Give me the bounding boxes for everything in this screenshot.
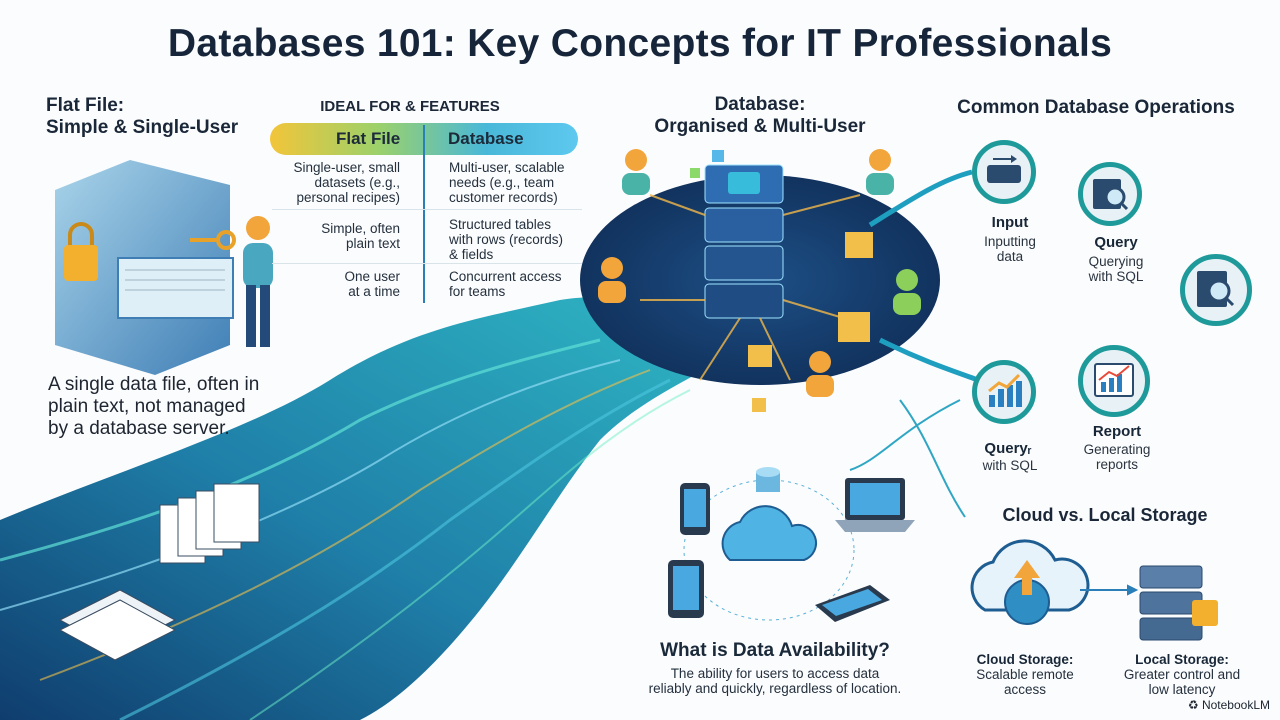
storage-heading: Cloud vs. Local Storage [1002,505,1208,525]
cell-line: & fields [449,247,494,262]
op-sub-line: reports [1095,457,1139,472]
sql-search-icon-glyph [1093,179,1129,211]
cloud-storage-sub: Scalable remote [976,667,1074,682]
database-heading-line2: Organised & Multi-User [654,116,866,137]
cell-line: Concurrent access [449,269,562,284]
cloud-storage-title: Cloud Storage: [976,652,1074,667]
table-cell-flat-file: One user at a time [260,269,400,299]
keyboard-icon-glyph [987,155,1021,183]
cell-line: for teams [449,284,506,299]
table-cell-flat-file: Simple, often plain text [260,221,400,251]
filing-cabinet-icon [55,160,234,375]
cell-line: at a time [348,284,400,299]
op-query-chart-sub: with SQL [950,458,1070,473]
local-storage-label: Local Storage: Greater control and low l… [1112,652,1252,697]
cell-line: Simple, often [321,221,400,236]
local-storage-title: Local Storage: [1135,652,1229,667]
phone-icon [680,483,710,535]
connector-lines [849,399,966,518]
cell-line: needs (e.g., team [449,175,555,190]
op-input-sub: Inputting data [950,234,1070,264]
availability-description-line: The ability for users to access data [670,666,880,681]
local-storage-sub: Greater control and [1123,667,1241,682]
user-figures-icon [598,149,921,397]
op-sub-line: Querying [1088,254,1144,269]
table-column-divider [423,125,425,303]
column-header-database: Database [448,129,524,148]
table-cell-database: Structured tables with rows (records) & … [449,217,599,262]
report-chart-icon-glyph [1094,363,1134,397]
data-connection-lines [640,194,861,381]
operations-heading: Common Database Operations [957,97,1235,118]
flat-file-description-line: plain text, not managed [48,396,246,417]
cell-line: with rows (records) [449,232,564,247]
cell-line: Single-user, small [293,160,400,175]
table-row-divider [272,263,582,264]
magnifier-icon [1180,254,1252,326]
flat-file-description-line: by a database server. [48,418,230,439]
documents-icon [58,483,260,661]
cell-line: Multi-user, scalable [449,160,565,175]
tablet-icon [668,560,890,622]
availability-heading: What is Data Availability? [660,640,890,661]
cell-line: plain text [345,236,400,251]
flat-file-heading: Flat File: Simple & Single-User [46,95,238,139]
page-title: Databases 101: Key Concepts for IT Profe… [167,22,1113,65]
cloud-storage-label: Cloud Storage: Scalable remote access [955,652,1095,697]
cloud-storage-sub: access [1003,682,1047,697]
database-heading: Database: Organised & Multi-User [625,94,895,138]
op-query-label: Query [1094,234,1138,251]
op-report-sub: Generating reports [1057,442,1177,472]
availability-description: The ability for users to access data rel… [630,666,920,696]
bar-chart-icon [972,360,1036,424]
database-heading-line1: Database: [714,94,806,115]
op-sub-line: data [996,249,1024,264]
storage-arrows [1080,584,1139,596]
op-query-chart-label: Queryᵣ [984,440,1032,457]
table-cell-database: Concurrent access for teams [449,269,599,299]
local-storage-sub: low latency [1148,682,1216,697]
cell-line: personal recipes) [296,190,400,205]
op-sub-line: with SQL [982,458,1038,473]
brand-name: NotebookLM [1201,698,1270,712]
report-chart-icon [1078,345,1150,417]
op-query-sub: Querying with SQL [1056,254,1176,284]
cell-line: customer records) [449,190,558,205]
data-stream-river [0,297,720,720]
op-report-label: Report [1092,423,1142,440]
bar-chart-icon-glyph [988,373,1022,407]
table-row-divider [272,209,582,210]
column-header-flat-file: Flat File [336,129,401,148]
person-icon [243,216,273,347]
brand-watermark: ♻ NotebookLM [1188,698,1270,712]
op-sub-line: Inputting [984,234,1036,249]
flat-file-heading-line2: Simple & Single-User [46,117,239,138]
keyboard-icon [972,140,1036,204]
sql-search-icon [1078,162,1142,226]
table-cell-flat-file: Single-user, small datasets (e.g., perso… [260,160,400,205]
comparison-heading: IDEAL FOR & FEATURES [320,98,500,115]
cloud-storage-icon [970,539,1090,625]
cell-line: One user [344,269,400,284]
laptop-icon [835,478,915,532]
server-stack-icon [704,164,784,319]
availability-description-line: reliably and quickly, regardless of loca… [648,681,902,696]
op-sub-line: Generating [1083,442,1151,457]
magnifier-icon-glyph [1197,271,1235,307]
local-server-icon [1139,565,1218,641]
cell-line: datasets (e.g., [314,175,400,190]
flat-file-heading-line1: Flat File: [46,95,125,116]
data-cubes-icon [690,150,873,412]
brand-logo-icon: ♻ [1187,698,1199,712]
flat-file-description-line: A single data file, often in [48,374,260,395]
flat-file-description: A single data file, often in plain text,… [48,374,288,440]
table-cell-database: Multi-user, scalable needs (e.g., team c… [449,160,599,205]
cell-line: Structured tables [449,217,552,232]
key-icon [190,230,236,250]
database-cylinder-icon [756,467,780,492]
op-input-label: Input [991,214,1029,231]
op-sub-line: with SQL [1088,269,1144,284]
operation-arrows [868,169,979,383]
